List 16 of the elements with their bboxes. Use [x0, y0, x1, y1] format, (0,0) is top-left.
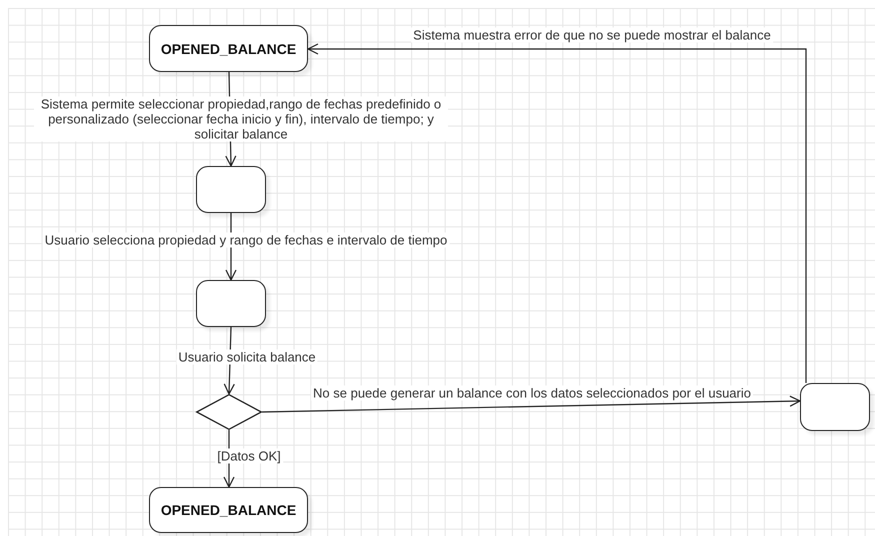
state-name: OPENED_BALANCE: [160, 40, 296, 56]
edge-label: [Datos OK]: [215, 448, 283, 464]
state-box: [196, 280, 266, 327]
decision-diamond: [196, 394, 262, 430]
edge-label: Usuario selecciona propiedad y rango de fechas e intervalo de tiempo: [42, 232, 450, 248]
edge-label: No se puede generar un balance con los datos seleccionados por el usuario: [311, 386, 753, 400]
state-name: OPENED_BALANCE: [160, 502, 296, 518]
state-box: [149, 25, 308, 72]
state-box: [149, 487, 308, 533]
state-box: [196, 166, 266, 213]
state-box: [800, 383, 870, 431]
transition-arrow: [307, 43, 807, 383]
edge-label: Sistema muestra error de que no se puede mostrar el balance: [411, 28, 773, 42]
edge-label: Usuario solicita balance: [176, 350, 318, 364]
transition-arrow: [262, 396, 801, 413]
edge-label: Sistema permite seleccionar propiedad,rango de fechas predefinido o personalizado (seleccionar fecha inicio y fin), intervalo de tiempo; y solicitar balance: [34, 96, 448, 142]
